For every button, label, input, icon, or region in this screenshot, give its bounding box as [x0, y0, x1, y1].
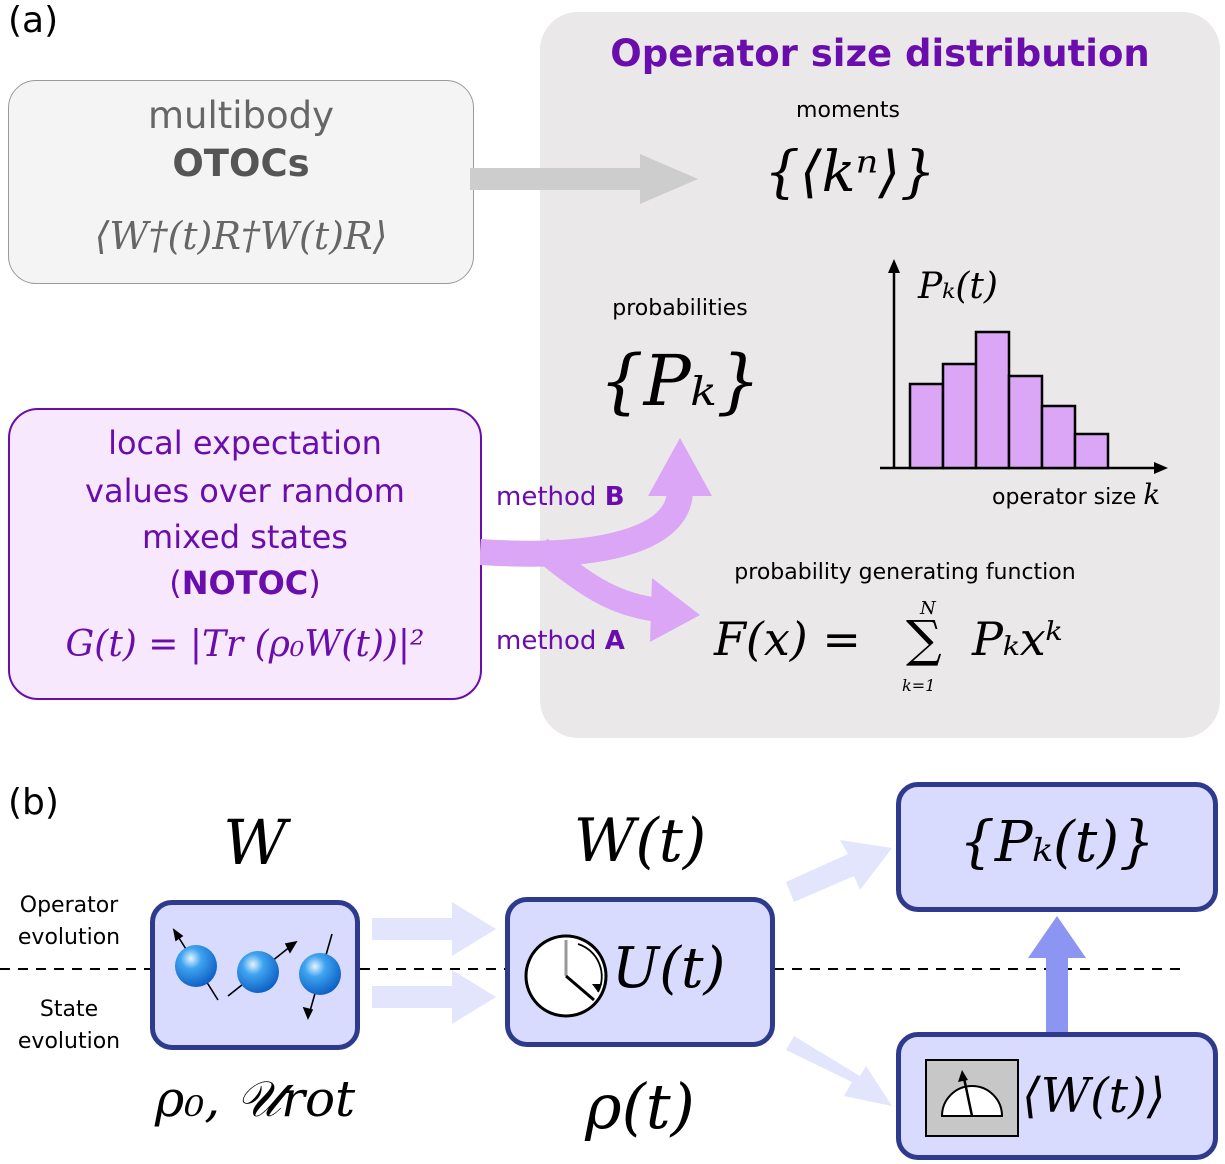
- histogram-bar: [908, 382, 945, 470]
- meter-icon: [925, 1059, 1019, 1137]
- spin-chain: [172, 928, 341, 1020]
- clock-icon: [524, 934, 608, 1018]
- box2-to-box4-arrow: [786, 1036, 892, 1106]
- method-b-label: method B: [496, 482, 625, 512]
- state-evolution-line2: evolution: [17, 1029, 121, 1054]
- histogram-ylabel: Pₖ(t): [918, 266, 998, 307]
- method-arrows: [480, 438, 712, 642]
- notoc-acronym: NOTOC: [181, 564, 309, 602]
- box2-bottom-label: ρ(t): [585, 1070, 695, 1143]
- probabilities-formula: {Pₖ}: [599, 340, 761, 422]
- probabilities-box-label: {Pₖ(t)}: [959, 810, 1155, 875]
- notoc-box: [8, 408, 482, 700]
- method-b-arrowhead: [648, 438, 712, 496]
- box2-top-label: W(t): [573, 806, 707, 876]
- state-evolution-label: State evolution: [4, 994, 134, 1058]
- state-evolution-line1: State: [39, 997, 99, 1022]
- notoc-line2: values over random: [85, 472, 405, 510]
- panel-b-label: (b): [8, 782, 59, 823]
- operator-evolution-line1: Operator: [19, 893, 119, 918]
- histogram-xlabel: operator size k: [992, 478, 1160, 511]
- pgf-lhs: F(x) =: [714, 612, 861, 666]
- otoc-line1: multibody: [147, 94, 335, 137]
- histogram-bar: [941, 362, 978, 470]
- method-a-prefix: method: [496, 626, 597, 656]
- method-a-arrowhead: [650, 578, 700, 642]
- box1-top-label: W: [223, 806, 287, 879]
- x-axis-arrowhead: [1154, 462, 1168, 474]
- pgf-sum-top: N: [920, 598, 936, 619]
- panel-a-label: (a): [8, 0, 59, 41]
- otoc-line2: OTOCs: [172, 142, 310, 185]
- notoc-line1: local expectation: [108, 424, 382, 462]
- box4-to-box3-arrow: [1028, 916, 1086, 1032]
- otoc-box: [8, 80, 474, 284]
- otoc-formula: ⟨W†(t)R†W(t)R⟩: [94, 214, 388, 258]
- box2-to-box3-arrow: [786, 840, 892, 902]
- notoc-close-paren: ): [308, 564, 321, 602]
- spin-1: [172, 928, 219, 1001]
- y-axis-arrowhead: [888, 259, 900, 273]
- notoc-line3: mixed states: [142, 518, 348, 556]
- operator-evolution-label: Operator evolution: [4, 890, 134, 954]
- method-a-letter: A: [604, 626, 625, 656]
- probabilities-box: [896, 782, 1218, 912]
- size-distribution-title: Operator size distribution: [610, 32, 1150, 75]
- spin-2: [227, 940, 298, 997]
- operator-evolution-line2: evolution: [17, 925, 121, 950]
- moments-formula: {⟨kⁿ⟩}: [764, 140, 936, 205]
- histogram-bar: [1073, 432, 1110, 470]
- pgf-sum-symbol: ∑: [906, 610, 942, 668]
- otoc-to-moments-arrow: [470, 154, 698, 204]
- method-b-letter: B: [604, 482, 625, 512]
- histogram-xlabel-symbol: k: [1143, 478, 1161, 511]
- pgf-rhs: Pₖxᵏ: [972, 612, 1063, 666]
- histogram-xlabel-text: operator size: [992, 485, 1137, 510]
- probabilities-label: probabilities: [612, 296, 748, 321]
- pgf-label: probability generating function: [734, 560, 1076, 585]
- box1-bottom-label: ρ₀, 𝒰rot: [154, 1070, 356, 1128]
- box1-to-box2-arrows: [372, 902, 496, 1024]
- histogram-bar: [1040, 404, 1077, 470]
- histogram-bar: [974, 330, 1011, 470]
- method-b-prefix: method: [496, 482, 597, 512]
- moments-label: moments: [796, 98, 900, 123]
- method-a-label: method A: [496, 626, 625, 656]
- notoc-line4: (NOTOC): [8, 564, 482, 602]
- histogram: [880, 259, 1168, 474]
- notoc-formula: G(t) = |Tr (ρ₀W(t))|²: [65, 624, 425, 665]
- notoc-open-paren: (: [169, 564, 182, 602]
- unitary-label: U(t): [612, 936, 726, 1001]
- spin-3: [299, 933, 341, 1020]
- measurement-label: ⟨W(t)⟩: [1022, 1068, 1166, 1124]
- pgf-sum-bottom: k=1: [902, 676, 936, 695]
- histogram-bar: [1007, 374, 1044, 470]
